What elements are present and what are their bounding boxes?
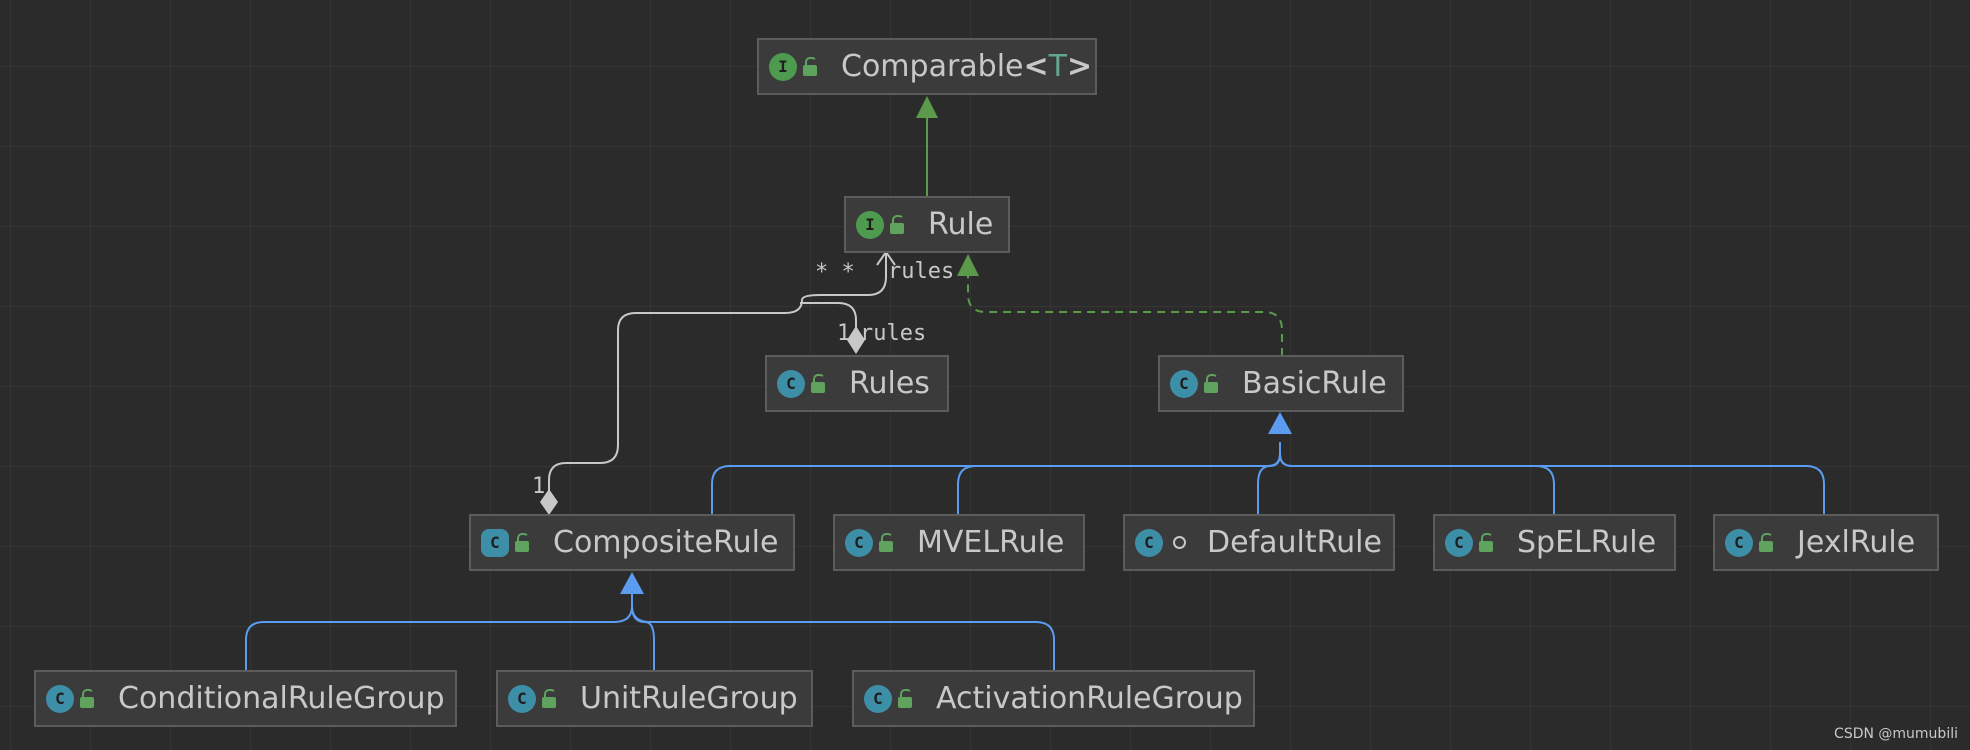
edge-conditionalrulegroup-extends-compositerule — [245, 592, 633, 671]
node-unitrulegroup[interactable]: C UnitRuleGroup — [496, 670, 813, 727]
class-icon: C — [864, 684, 892, 713]
node-compositerule[interactable]: C CompositeRule — [469, 514, 795, 571]
class-icon: C — [777, 369, 805, 398]
edge-defaultrule-extends-basicrule — [1257, 453, 1281, 515]
abstract-class-icon: C — [481, 528, 509, 557]
rules-role-label: rules — [860, 321, 927, 346]
node-defaultrule[interactable]: C DefaultRule — [1123, 514, 1395, 571]
public-lock-icon — [80, 689, 104, 708]
node-rule[interactable]: I Rule — [844, 196, 1010, 253]
public-lock-icon — [1204, 374, 1228, 393]
node-conditionalrulegroup[interactable]: C ConditionalRuleGroup — [34, 670, 457, 727]
public-lock-icon — [803, 57, 827, 76]
edge-rules-aggregates-rule — [800, 302, 857, 330]
node-label: Comparable<T> — [841, 49, 1093, 84]
edge-mvelrule-extends-basicrule — [957, 453, 1281, 515]
public-lock-icon — [1479, 533, 1503, 552]
node-label: BasicRule — [1242, 366, 1387, 401]
class-icon: C — [1725, 528, 1753, 557]
node-label: SpELRule — [1517, 525, 1657, 560]
public-lock-icon — [542, 689, 566, 708]
edge-compositerule-diamond — [540, 489, 558, 515]
node-mvelrule[interactable]: C MVELRule — [833, 514, 1085, 571]
node-label: JexlRule — [1797, 525, 1916, 560]
interface-icon: I — [856, 210, 884, 239]
edge-spelrule-extends-basicrule — [1279, 453, 1555, 515]
node-label: Rule — [928, 207, 994, 242]
node-label: ConditionalRuleGroup — [118, 681, 445, 716]
node-label: ActivationRuleGroup — [936, 681, 1243, 716]
public-lock-icon — [879, 533, 903, 552]
edge-jexlrule-extends-basicrule — [1279, 453, 1825, 515]
edge-compositerule-subclass-arrow — [620, 572, 644, 594]
edge-activationrulegroup-extends-compositerule — [631, 605, 1055, 671]
node-label: UnitRuleGroup — [580, 681, 798, 716]
edge-basicrule-implements-rule — [967, 276, 1283, 356]
public-lock-icon — [811, 374, 835, 393]
node-basicrule[interactable]: C BasicRule — [1158, 355, 1404, 412]
node-activationrulegroup[interactable]: C ActivationRuleGroup — [852, 670, 1255, 727]
class-icon: C — [1135, 528, 1163, 557]
node-label: Rules — [849, 366, 930, 401]
node-rules[interactable]: C Rules — [765, 355, 949, 412]
class-icon: C — [508, 684, 536, 713]
rule-role-label: rules — [888, 259, 955, 284]
rule-multiplicity-label: * * — [815, 260, 855, 285]
package-private-dot-icon — [1169, 536, 1193, 549]
composite-multiplicity-label: 1 — [532, 474, 546, 499]
edge-basicrule-subclass-arrow — [1268, 412, 1292, 434]
edge-rules-diamond — [847, 326, 865, 354]
public-lock-icon — [1759, 533, 1783, 552]
class-icon: C — [845, 528, 873, 557]
node-label: DefaultRule — [1207, 525, 1382, 560]
node-spelrule[interactable]: C SpELRule — [1433, 514, 1676, 571]
interface-icon: I — [769, 52, 797, 81]
public-lock-icon — [515, 533, 539, 552]
edge-basicrule-implements-rule-arrow — [957, 254, 979, 276]
edge-compositerule-aggregates-rule — [548, 254, 887, 497]
node-label: MVELRule — [917, 525, 1065, 560]
node-comparable[interactable]: I Comparable<T> — [757, 38, 1097, 95]
node-jexlrule[interactable]: C JexlRule — [1713, 514, 1939, 571]
class-icon: C — [46, 684, 74, 713]
rules-multiplicity-label: 1 — [837, 321, 851, 346]
public-lock-icon — [898, 689, 922, 708]
class-icon: C — [1445, 528, 1473, 557]
public-lock-icon — [890, 215, 914, 234]
class-icon: C — [1170, 369, 1198, 398]
edge-rule-extends-comparable-arrow — [916, 96, 938, 118]
edge-compositerule-extends-basicrule — [711, 442, 1281, 515]
watermark: CSDN @mumubili — [1834, 726, 1958, 742]
node-label: CompositeRule — [553, 525, 779, 560]
